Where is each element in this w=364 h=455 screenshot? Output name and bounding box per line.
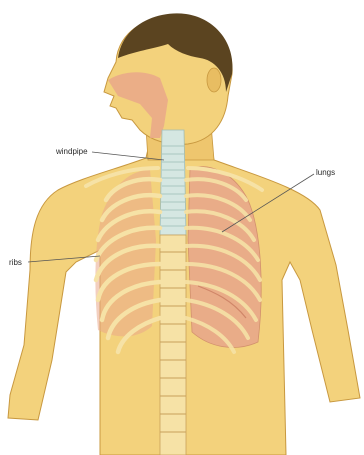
windpipe-structure	[160, 130, 186, 235]
label-windpipe: windpipe	[56, 147, 88, 157]
spine	[160, 235, 186, 455]
ear	[207, 68, 221, 92]
label-ribs: ribs	[9, 258, 22, 268]
label-lungs: lungs	[316, 168, 335, 178]
